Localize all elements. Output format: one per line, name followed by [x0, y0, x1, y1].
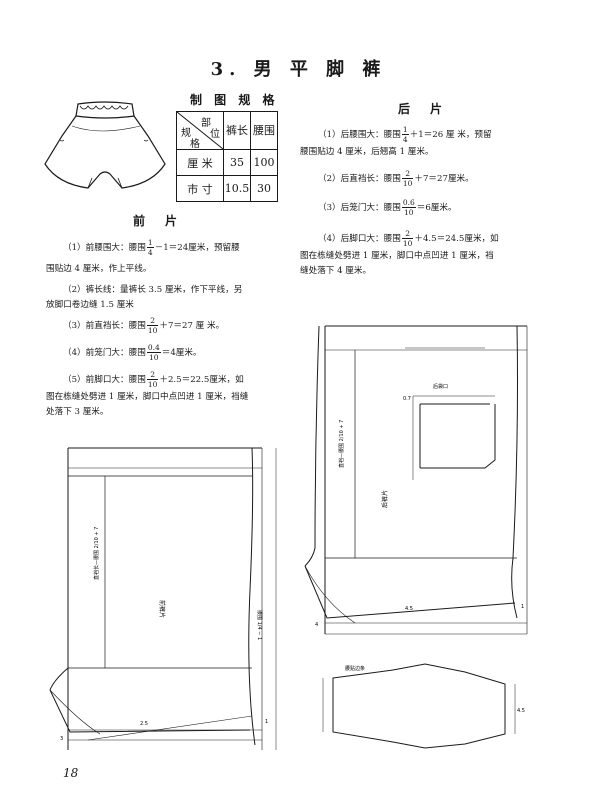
waistband-label: 腰贴边条 [345, 665, 365, 672]
back-piece-label: 后裤片 [381, 490, 389, 508]
spec-cell: 30 [250, 175, 278, 202]
spec-corner-cell: 部 位 规 格 [176, 111, 224, 150]
back-item-1-cont: 腰围贴边 4 厘米，后翘高 1 厘米。 [300, 147, 434, 157]
spec-table: 部 位 规 格 裤长 腰围 厘 米 35 100 市 寸 10.5 30 [176, 111, 278, 202]
back-item-4-cont: 图在栋缝处劈进 1 厘米，脚口中点凹进 1 厘米，裆 [300, 251, 494, 261]
corner-mid-right: 位 [210, 129, 220, 140]
front-pattern-diagram: 前裤片 直裆长—腰围 2/10 + 7 腰围 1/4 − 1 2.5 3 1 [49, 447, 277, 750]
back-dim-3: 1 [521, 604, 524, 610]
back-heading: 后 片 [398, 102, 447, 116]
back-item-4-cont2: 缝处落下 4 厘米。 [300, 266, 372, 276]
back-pattern-diagram: 后袋口 后裤片 直裆—腰围 2/10 + 7 4.5 4 1 0.7 [304, 325, 528, 635]
spec-row-label: 市 寸 [176, 175, 224, 202]
corner-bottom: 格 [190, 139, 200, 150]
spec-cell: 35 [223, 149, 251, 176]
front-crotch-label: 直裆长—腰围 2/10 + 7 [93, 527, 100, 580]
front-item-1-cont: 围贴边 4 厘米，作上平线。 [46, 264, 152, 274]
corner-mid-left: 规 [181, 128, 191, 139]
front-item-2: （2）裤长线：量裤长 3.5 厘米，作下平线，另 [63, 285, 243, 295]
back-crotch-label: 直裆—腰围 2/10 + 7 [338, 420, 345, 468]
waistband-strip-diagram: 腰贴边条 4.5 [322, 663, 525, 749]
page-number: 18 [63, 766, 79, 780]
shorts-illustration [44, 101, 166, 189]
back-dim-1: 4.5 [405, 606, 413, 612]
back-dim-2: 4 [315, 622, 318, 628]
front-dim-2: 3 [60, 736, 63, 742]
front-item-2-cont: 放脚口卷边缝 1.5 厘米 [46, 300, 134, 310]
front-piece-label: 前裤片 [158, 600, 166, 618]
front-item-5-cont: 图在栋缝处劈进 1 厘米，脚口中点凹进 1 厘米，裆缝 [46, 392, 249, 402]
spec-row-label: 厘 米 [176, 149, 224, 176]
spec-cell: 100 [250, 149, 278, 176]
back-dim-4: 0.7 [403, 396, 411, 402]
front-dim-3: 1 [265, 719, 268, 725]
page-title: 3. 男 平 脚 裤 [210, 59, 387, 80]
spec-cell: 10.5 [223, 175, 251, 202]
spec-col-length: 裤长 [223, 111, 251, 150]
front-heading: 前 片 [133, 214, 182, 228]
spec-col-waist: 腰围 [250, 111, 278, 150]
front-item-5-cont2: 处落下 3 厘米。 [46, 407, 109, 417]
corner-top: 部 [201, 118, 211, 129]
front-dim-1: 2.5 [140, 721, 148, 727]
front-side-label: 腰围 1/4 − 1 [256, 610, 262, 640]
band-dim: 4.5 [517, 708, 525, 714]
back-pocket-label: 后袋口 [433, 383, 448, 390]
spec-heading: 制 图 规 格 [190, 93, 279, 107]
